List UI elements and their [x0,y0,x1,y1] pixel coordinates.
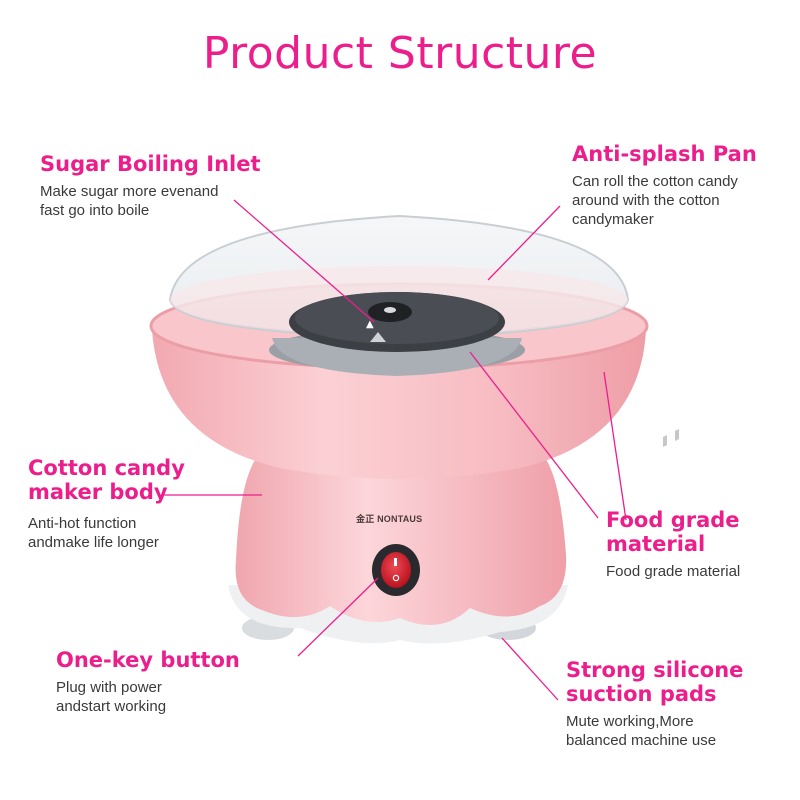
desc-line: Mute working,More [566,713,694,730]
feature-description: Anti-hot function andmake life longer [28,514,185,552]
base-body [235,452,567,626]
desc-line: andmake life longer [28,534,159,551]
bowl [152,330,646,479]
leader-lines [162,199,627,701]
desc-line: andstart working [56,698,167,715]
feature-heading: Anti-splash Pan [572,142,757,166]
heading-text: One-key button [56,648,240,672]
feature-description: Food grade material [606,562,740,581]
feature-heading: Strong silicone suction pads [566,658,743,706]
heading-text: Food grade [606,508,740,532]
feature-description: Mute working,More balanced machine use [566,712,743,750]
heading-text: Cotton candy [28,456,185,480]
feature-heading: Food grade material [606,508,740,556]
heading-text: material [606,532,706,556]
feature-body: Cotton candy maker body Anti-hot functio… [28,456,185,552]
feature-one-key: One-key button Plug with power andstart … [56,648,240,716]
power-button [381,552,411,588]
feature-description: Can roll the cotton candy around with th… [572,172,757,229]
brand-label: 金正 NONTAUS [356,514,423,524]
desc-line: around with the cotton [572,192,720,209]
desc-line: candymaker [572,211,654,228]
desc-line: Can roll the cotton candy [572,173,738,190]
desc-line: Anti-hot function [28,515,137,532]
spinner-marking: ▲ [366,319,374,330]
desc-line: Food grade material [606,563,741,580]
feature-sugar-inlet: Sugar Boiling Inlet Make sugar more even… [40,152,261,220]
sugar-head [269,292,525,376]
heading-text: maker body [28,480,168,504]
feature-description: Plug with power andstart working [56,678,240,716]
page-title: Product Structure [202,28,598,79]
feature-heading: Sugar Boiling Inlet [40,152,261,176]
feature-description: Make sugar more evenand fast go into boi… [40,182,261,220]
heading-text: Anti-splash Pan [572,142,757,166]
heading-text: suction pads [566,682,717,706]
feature-suction: Strong silicone suction pads Mute workin… [566,658,743,750]
desc-line: Make sugar more evenand [40,183,219,200]
heading-text: Strong silicone [566,658,744,682]
desc-line: balanced machine use [566,732,717,749]
desc-line: fast go into boile [40,202,150,219]
feature-anti-splash: Anti-splash Pan Can roll the cotton cand… [572,142,757,229]
heading-text: Sugar Boiling Inlet [40,152,261,176]
feature-food-grade: Food grade material Food grade material [606,508,740,581]
feature-heading: Cotton candy maker body [28,456,185,504]
feature-heading: One-key button [56,648,240,672]
desc-line: Plug with power [56,679,162,696]
